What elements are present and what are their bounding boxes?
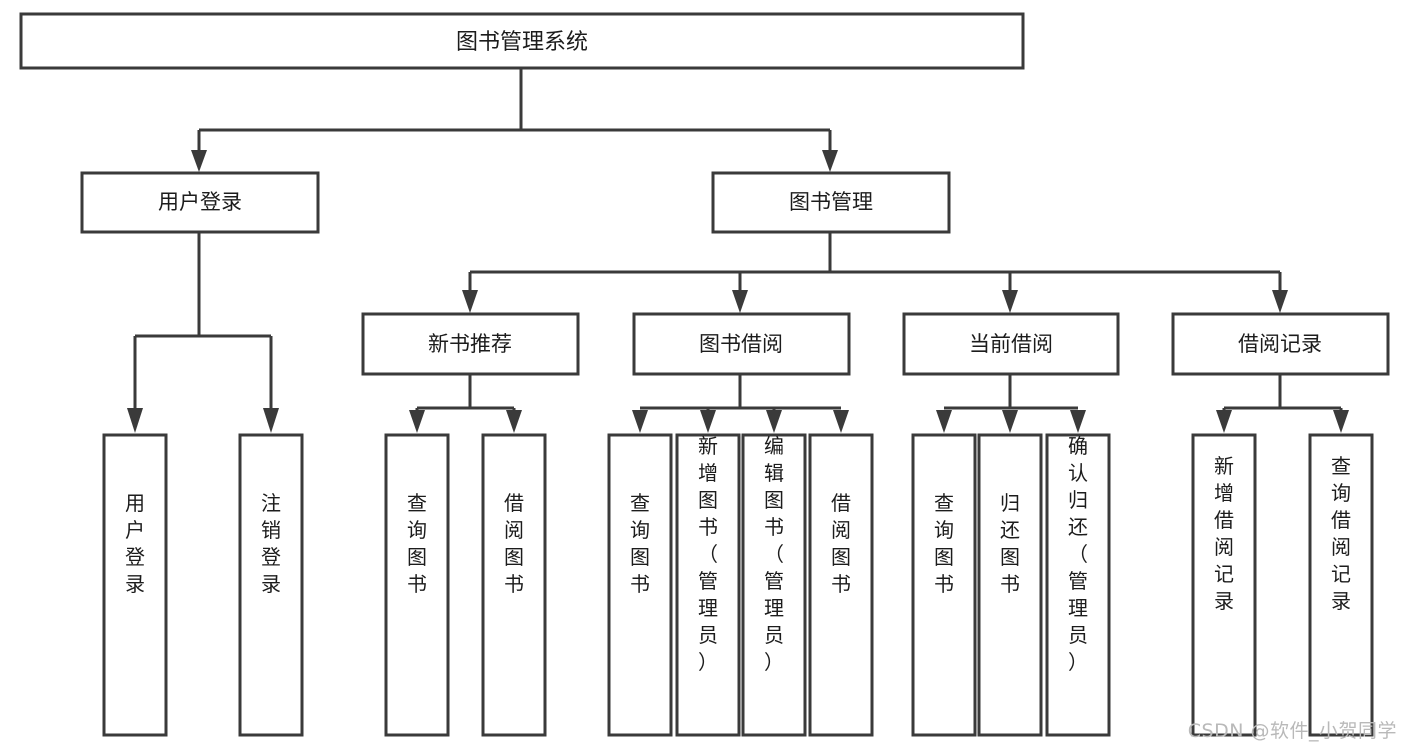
node-label-borrow-record: 借阅记录 (1238, 332, 1322, 356)
leaf-node-add-book[interactable]: 新增图书（管理员） (675, 433, 741, 737)
leaf-label-add-record: 新增借阅记录 (1214, 454, 1234, 613)
leaf-node-query-book-3[interactable]: 查询图书 (911, 433, 977, 737)
node-borrow-record[interactable]: 借阅记录 (1171, 312, 1390, 376)
leaf-box-query-book-2[interactable] (607, 433, 673, 737)
leaf-label-borrow-book-1: 借阅图书 (504, 491, 524, 596)
leaf-label-add-book: 新增图书（管理员） (698, 434, 718, 674)
leaf-node-query-record[interactable]: 查询借阅记录 (1308, 433, 1374, 737)
leaf-node-logout-login[interactable]: 注销登录 (238, 433, 304, 737)
node-label-book-borrow: 图书借阅 (699, 332, 783, 356)
arrow-head-leaf-query-book-2 (632, 410, 648, 433)
arrow-head-leaf-edit-book (766, 410, 782, 433)
arrow-head-leaf-logout-login (263, 408, 279, 433)
node-label-book-management: 图书管理 (789, 190, 873, 214)
leaf-label-query-book-1: 查询图书 (407, 491, 427, 596)
leaf-box-logout-login[interactable] (238, 433, 304, 737)
leaf-label-logout-login: 注销登录 (261, 491, 281, 596)
leaf-label-edit-book: 编辑图书（管理员） (764, 434, 784, 674)
leaf-box-confirm-return[interactable] (1045, 433, 1111, 737)
node-box-book-borrow[interactable] (632, 312, 851, 376)
leaf-box-query-record[interactable] (1308, 433, 1374, 737)
node-box-new-book-recommend[interactable] (361, 312, 580, 376)
leaf-box-borrow-book-2[interactable] (808, 433, 874, 737)
node-book-management[interactable]: 图书管理 (711, 171, 951, 234)
arrow-head-leaf-query-book-1 (409, 410, 425, 433)
node-label-new-book-recommend: 新书推荐 (428, 332, 512, 356)
leaf-label-user-login: 用户登录 (125, 491, 145, 596)
node-current-borrow[interactable]: 当前借阅 (902, 312, 1120, 376)
node-label-current-borrow: 当前借阅 (969, 332, 1053, 356)
arrow-head-leaf-user-login (127, 408, 143, 433)
node-user-login[interactable]: 用户登录 (80, 171, 320, 234)
leaf-node-borrow-book-1[interactable]: 借阅图书 (481, 433, 547, 737)
arrow-head-leaf-confirm-return (1070, 410, 1086, 433)
leaf-node-edit-book[interactable]: 编辑图书（管理员） (741, 433, 807, 737)
leaf-node-borrow-book-2[interactable]: 借阅图书 (808, 433, 874, 737)
leaf-box-user-login[interactable] (102, 433, 168, 737)
node-box-current-borrow[interactable] (902, 312, 1120, 376)
arrow-head-leaf-borrow-book-1 (506, 410, 522, 433)
leaf-label-query-book-3: 查询图书 (934, 491, 954, 596)
node-book-borrow[interactable]: 图书借阅 (632, 312, 851, 376)
node-label-system-root: 图书管理系统 (456, 30, 588, 55)
node-system-root[interactable]: 图书管理系统 (19, 12, 1025, 70)
leaf-box-edit-book[interactable] (741, 433, 807, 737)
arrow-head-leaf-add-record (1216, 410, 1232, 433)
leaf-node-confirm-return[interactable]: 确认归还（管理员） (1045, 433, 1111, 737)
leaf-label-confirm-return: 确认归还（管理员） (1068, 434, 1088, 674)
arrow-head-leaf-borrow-book-2 (833, 410, 849, 433)
leaf-box-query-book-1[interactable] (384, 433, 450, 737)
leaf-label-borrow-book-2: 借阅图书 (831, 491, 851, 596)
arrow-head-user-login (191, 150, 207, 172)
arrow-head-leaf-query-book-3 (936, 410, 952, 433)
arrow-head-leaf-query-record (1333, 410, 1349, 433)
node-box-borrow-record[interactable] (1171, 312, 1390, 376)
node-label-user-login: 用户登录 (158, 190, 242, 214)
node-box-book-management[interactable] (711, 171, 951, 234)
arrow-head-leaf-return-book (1002, 410, 1018, 433)
arrow-head-leaf-add-book (700, 410, 716, 433)
node-box-system-root[interactable] (19, 12, 1025, 70)
node-new-book-recommend[interactable]: 新书推荐 (361, 312, 580, 376)
leaf-label-query-record: 查询借阅记录 (1331, 454, 1351, 613)
connector-layer (127, 68, 1349, 433)
arrow-head-new-book-recommend (462, 290, 478, 313)
arrow-head-book-management (822, 150, 838, 172)
leaf-node-user-login[interactable]: 用户登录 (102, 433, 168, 737)
leaf-node-add-record[interactable]: 新增借阅记录 (1191, 433, 1257, 737)
leaf-node-return-book[interactable]: 归还图书 (977, 433, 1043, 737)
csdn-watermark: CSDN @软件_小贺同学 (1187, 720, 1397, 742)
leaf-node-query-book-2[interactable]: 查询图书 (607, 433, 673, 737)
leaf-box-add-record[interactable] (1191, 433, 1257, 737)
arrow-head-book-borrow (732, 290, 748, 313)
leaf-label-return-book: 归还图书 (1000, 491, 1020, 596)
leaf-box-borrow-book-1[interactable] (481, 433, 547, 737)
leaf-box-return-book[interactable] (977, 433, 1043, 737)
leaf-label-query-book-2: 查询图书 (630, 491, 650, 596)
leaf-node-query-book-1[interactable]: 查询图书 (384, 433, 450, 737)
arrow-head-borrow-record (1272, 290, 1288, 313)
leaf-box-add-book[interactable] (675, 433, 741, 737)
arrow-head-current-borrow (1002, 290, 1018, 313)
leaf-box-query-book-3[interactable] (911, 433, 977, 737)
node-box-user-login[interactable] (80, 171, 320, 234)
